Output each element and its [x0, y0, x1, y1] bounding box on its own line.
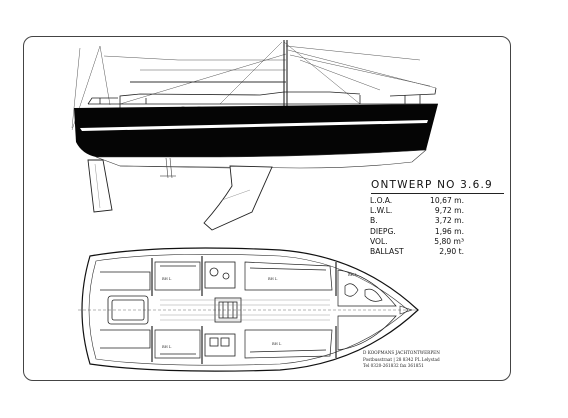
design-title: ONTWERP NO 3.6.9 — [371, 179, 493, 191]
builder-address: Postbusstraat | 28 8342 PL Lelystad — [363, 356, 440, 362]
spec-value: 5,80 m³ — [434, 236, 464, 246]
spec-row: VOL. 5,80 m³ — [370, 237, 464, 247]
rudder — [87, 159, 113, 213]
builder-name: D KOOPMANS JACHTONTWERPEN — [363, 350, 440, 355]
spec-value: 2,90 t. — [439, 247, 464, 257]
spec-label: L.O.A. — [370, 196, 393, 205]
spec-value: 9,72 m. — [434, 206, 464, 216]
builder-phone: Tel 0320-261832 fax 361851 — [363, 363, 424, 369]
spec-row: L.O.A. 10,67 m. — [370, 196, 464, 206]
spec-value: 3,72 m. — [434, 216, 464, 226]
plan-label-aft-port: BH L — [162, 277, 172, 281]
spec-label: DIEPG. — [370, 226, 396, 236]
plan-label-aft-starboard: BH L — [162, 345, 172, 349]
spec-row: BALLAST 2,90 t. — [370, 247, 464, 257]
spec-label: B. — [370, 216, 378, 226]
spec-row: DIEPG. 1,96 m. — [370, 227, 464, 237]
spec-label: VOL. — [370, 236, 388, 246]
title-underline — [371, 193, 504, 194]
builder-caption: D KOOPMANS JACHTONTWERPEN Postbusstraat … — [363, 350, 440, 370]
spec-value: 1,96 m. — [434, 226, 464, 236]
spec-row: B. 3,72 m. — [370, 216, 464, 226]
spec-label: L.W.L. — [370, 206, 393, 216]
keel — [203, 165, 273, 231]
plan-hull-outline — [81, 247, 419, 372]
spec-row: L.W.L. 9,72 m. — [370, 206, 464, 216]
plan-label-fwd-cabin: BH L — [348, 273, 358, 277]
drawing-frame — [23, 36, 511, 381]
hull-topsides — [74, 104, 438, 157]
plan-label-aft-dim: BH L — [272, 342, 282, 346]
spec-table: L.O.A. 10,67 m. L.W.L. 9,72 m. B. 3,72 m… — [370, 196, 464, 257]
plan-label-saloon: BH L — [268, 277, 278, 281]
spec-label: BALLAST — [370, 247, 404, 257]
spec-value: 10,67 m. — [430, 196, 464, 205]
